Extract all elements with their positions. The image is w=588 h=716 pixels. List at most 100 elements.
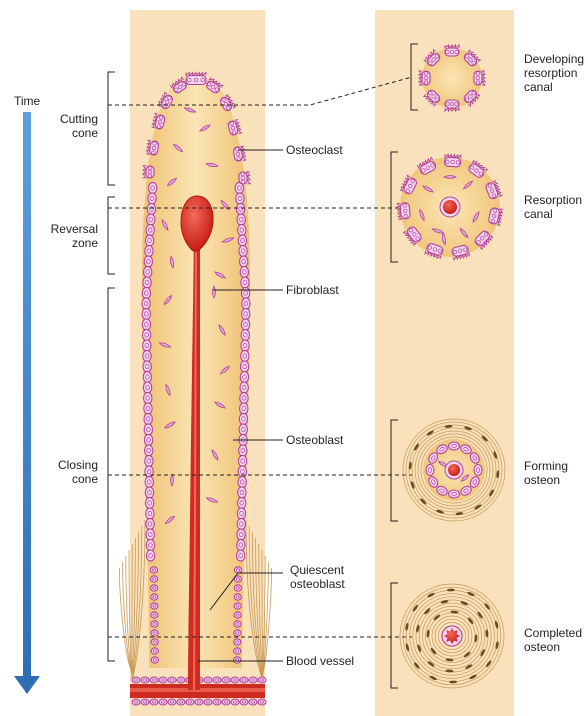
osteoblast-cell (237, 508, 245, 519)
osteoblast-cell (241, 350, 249, 361)
quiescent-osteoblast (151, 639, 158, 645)
osteoclast (474, 71, 485, 85)
osteoblast-cell (239, 245, 247, 256)
osteoblast-cell (145, 455, 153, 466)
base-cell (168, 677, 176, 683)
osteoblast-cell (145, 487, 153, 498)
osteoblast-cell (146, 508, 154, 519)
osteoclast (186, 73, 206, 85)
fibroblast-label: Fibroblast (286, 283, 339, 297)
blood-vessel (444, 628, 460, 644)
quiescent-osteoblast (151, 657, 158, 663)
osteoblast-cell (146, 550, 154, 561)
osteoblast-cell (474, 465, 482, 476)
osteoblast-cell (145, 476, 153, 487)
quiescent-osteoblast (234, 603, 241, 609)
osteoblast-cell (146, 224, 154, 235)
quiescent-osteoblast (151, 594, 158, 600)
osteoblast-cell (148, 193, 156, 204)
base-cell (132, 699, 140, 705)
base-cell (222, 677, 230, 683)
osteoblast-cell (145, 497, 153, 508)
base-cell (141, 677, 149, 683)
osteoblast-cell (240, 382, 248, 393)
osteoblast-cell (238, 497, 246, 508)
forming-osteon-label: Forming osteon (524, 459, 568, 487)
osteoclast (445, 45, 459, 56)
osteoblast-cell (146, 529, 154, 540)
developing-resorption-canal-label: Developing resorption canal (524, 52, 584, 94)
osteoblast-cell (143, 361, 151, 372)
cutting-cone-label: Cutting cone (40, 112, 98, 140)
base-cell (231, 699, 239, 705)
base-cell (141, 699, 149, 705)
osteoblast-cell (238, 224, 246, 235)
osteoclast (419, 71, 430, 85)
fibroblast (213, 286, 216, 298)
osteoblast-cell (147, 214, 155, 225)
fibroblast (171, 474, 174, 486)
quiescent-osteoblast (234, 657, 241, 663)
osteoblast-cell (142, 287, 150, 298)
osteoblast-cell (145, 445, 153, 456)
osteoblast-cell (239, 424, 247, 435)
osteoblast-cell (147, 203, 155, 214)
osteoblast-cell (240, 266, 248, 277)
osteoblast-cell (145, 235, 153, 246)
osteoblast-cell (145, 245, 153, 256)
quiescent-osteoblast (151, 612, 158, 618)
base-cell (249, 699, 257, 705)
osteoblast-cell (236, 550, 244, 561)
base-cell (168, 699, 176, 705)
osteoblast-cell (241, 319, 249, 330)
osteoblast-cell (143, 277, 151, 288)
osteoclast (143, 166, 154, 178)
osteoclast (445, 100, 459, 111)
osteoblast-cell (143, 340, 151, 351)
osteoblast-cell (238, 455, 246, 466)
osteoclast-label: Osteoclast (286, 143, 343, 157)
time-arrow (14, 112, 40, 694)
completed-osteon-label: Completed osteon (524, 626, 582, 654)
osteoblast-cell (236, 203, 244, 214)
osteoblast-cell (144, 424, 152, 435)
quiescent-osteoblast (234, 639, 241, 645)
base-cell (177, 699, 185, 705)
blood-vessel (443, 200, 457, 214)
osteoblast-cell (449, 442, 460, 450)
base-cell (150, 677, 158, 683)
osteoblast-cell (237, 529, 245, 540)
osteoblast-cell (143, 382, 151, 393)
base-cell (159, 699, 167, 705)
base-cell (186, 699, 194, 705)
osteoblast-cell (142, 329, 150, 340)
osteoblast-cell (241, 340, 249, 351)
fibroblast (444, 176, 456, 179)
base-cell (222, 699, 230, 705)
osteoblast-cell (242, 298, 250, 309)
quiescent-osteoblast (151, 630, 158, 636)
quiescent-osteoblast (234, 594, 241, 600)
osteoblast-cell (238, 487, 246, 498)
base-cell (249, 677, 257, 683)
osteoblast-cell (237, 518, 245, 529)
osteoblast-cell (142, 308, 150, 319)
base-cell (240, 699, 248, 705)
base-cell (195, 699, 203, 705)
base-cell (231, 677, 239, 683)
osteoblast-cell (144, 256, 152, 267)
osteoblast-cell (144, 403, 152, 414)
osteoblast-cell (238, 476, 246, 487)
osteoblast-cell (239, 413, 247, 424)
base-cell (204, 677, 212, 683)
osteoblast-cell (238, 235, 246, 246)
quiescent-osteoblast (150, 567, 157, 573)
base-cell (132, 677, 140, 683)
osteoblast-cell (144, 434, 152, 445)
quiescent-osteoblast (150, 576, 157, 582)
osteoblast-cell (449, 490, 460, 498)
base-cell (213, 677, 221, 683)
osteoclast (239, 172, 250, 184)
osteoblast-cell (242, 308, 250, 319)
base-cell (177, 677, 185, 683)
